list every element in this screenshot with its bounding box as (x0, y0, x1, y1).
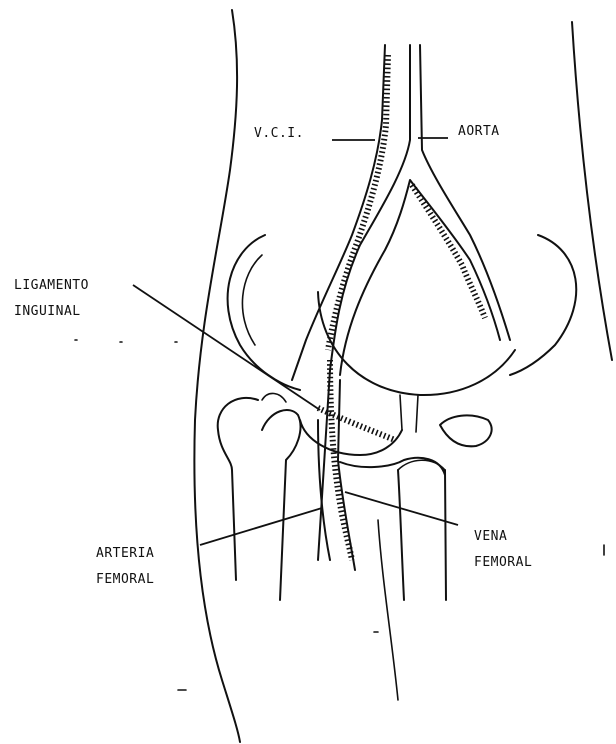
vci-left-wall (292, 45, 385, 380)
leader-ligamento (133, 285, 320, 410)
aorta-bifurcation-inner (340, 180, 500, 375)
femur-neck-left (262, 393, 286, 402)
obturator-right (440, 415, 492, 446)
body-outline-right (572, 22, 612, 360)
pubic-bone (300, 420, 402, 455)
label-vci: V.C.I. (254, 122, 304, 146)
femur-right-top (398, 460, 445, 470)
iliac-crest-left (228, 235, 300, 390)
femur-right-outer (445, 470, 446, 600)
femoral-vein-right-wall (338, 380, 355, 570)
femur-shaft-left-inner (262, 410, 300, 600)
label-arteria-line1: ARTERIA (96, 542, 154, 566)
leg-lower-line (378, 520, 398, 700)
sacrum-stem (400, 395, 418, 432)
label-ligamento-line1: LIGAMENTO (14, 274, 89, 298)
aorta-left-wall (318, 45, 410, 560)
leader-arteria (200, 508, 322, 545)
sacral-arc (318, 292, 515, 395)
label-arteria-line2: FEMORAL (96, 568, 154, 592)
aorta-right-wall (420, 45, 510, 340)
label-ligamento-line2: INGUINAL (14, 300, 81, 324)
body-outline-left (194, 10, 240, 742)
label-vena-line1: VENA (474, 525, 507, 549)
label-vena-line2: FEMORAL (474, 551, 532, 575)
iliac-crest-left-inner (242, 255, 262, 345)
label-aorta: AORTA (458, 120, 500, 144)
iliac-crest-right (510, 235, 576, 375)
femur-head-left (218, 398, 258, 580)
iliac-artery-right-hatched (412, 185, 485, 318)
femur-right-inner (398, 470, 404, 600)
